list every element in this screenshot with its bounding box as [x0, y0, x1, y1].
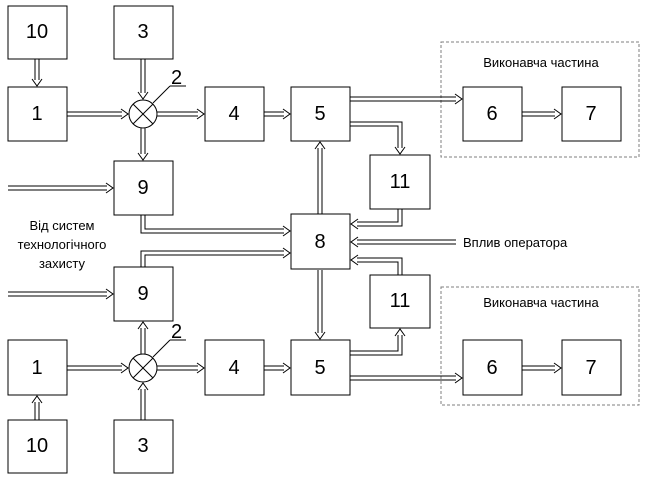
- block-1-bottom-label: 1: [31, 357, 42, 379]
- block-7-top: 7: [561, 86, 622, 142]
- block-11-top: 11: [369, 154, 431, 210]
- arrow-summator-to-9-bottom: [137, 321, 149, 354]
- executive-part-label-top: Виконавча частина: [483, 55, 599, 70]
- arrow-summator-to-4-bottom: [157, 362, 205, 374]
- arrow-4-to-5-top: [264, 108, 291, 120]
- block-8: 8: [290, 213, 351, 270]
- arrow-9-to-8-top: [140, 215, 291, 237]
- summator-bottom-label: 2: [171, 321, 182, 343]
- arrow-8-to-5-top: [314, 141, 326, 214]
- block-11-bottom-label: 11: [390, 290, 411, 312]
- protection-label-line-1: Від систем: [30, 218, 95, 233]
- arrow-operator-to-8: [350, 236, 456, 248]
- arrow-3-to-summator-bottom: [137, 382, 149, 420]
- arrow-1-to-summator-bottom: [67, 362, 129, 374]
- protection-label-line-3: захисту: [39, 256, 86, 271]
- protection-label-line-2: технологічного: [18, 237, 107, 252]
- block-11-top-label: 11: [390, 171, 411, 193]
- block-7-bottom-label: 7: [585, 357, 596, 379]
- executive-part-frame-bottom: [440, 286, 640, 406]
- block-3-bottom: 3: [113, 419, 174, 474]
- block-6-top-label: 6: [486, 103, 497, 125]
- block-7-bottom: 7: [561, 339, 622, 396]
- arrow-1-to-summator-top: [67, 108, 129, 120]
- block-8-label: 8: [314, 231, 325, 253]
- arrow-5-to-6-top: [350, 93, 463, 105]
- arrow-10-to-1-bottom: [31, 395, 43, 420]
- block-9-bottom-label: 9: [137, 283, 148, 305]
- block-1-top-label: 1: [31, 103, 42, 125]
- arrow-10-to-1-top: [31, 59, 43, 87]
- block-4-bottom-label: 4: [228, 357, 239, 379]
- arrow-5-to-11-bottom: [350, 328, 406, 356]
- block-11-bottom: 11: [369, 274, 431, 329]
- arrow-input-to-9-bottom: [8, 288, 114, 300]
- arrow-11-to-8-bottom: [350, 254, 403, 275]
- executive-part-label-bottom: Виконавча частина: [483, 295, 599, 310]
- arrow-9-to-8-bottom: [140, 247, 291, 267]
- summator-top-label: 2: [171, 67, 182, 89]
- block-9-top-label: 9: [137, 177, 148, 199]
- block-4-top-label: 4: [228, 103, 239, 125]
- arrow-11-to-8-top: [350, 209, 403, 230]
- block-6-top: 6: [462, 86, 523, 142]
- summator-bottom-leader: [152, 339, 171, 358]
- block-1-top: 1: [7, 86, 68, 142]
- block-1-bottom: 1: [7, 339, 68, 396]
- summator-bottom: [128, 353, 158, 383]
- block-6-bottom: 6: [462, 339, 523, 396]
- arrow-summator-to-4-top: [157, 108, 205, 120]
- arrow-6-to-7-bottom: [522, 362, 562, 374]
- arrow-input-to-9-top: [8, 182, 114, 194]
- block-10-top: 10: [7, 5, 68, 60]
- block-7-top-label: 7: [585, 103, 596, 125]
- arrow-8-to-5-bottom: [314, 270, 326, 340]
- block-3-bottom-label: 3: [137, 435, 148, 457]
- connection-arrows: [8, 59, 562, 420]
- executive-part-frame-top: [440, 41, 640, 158]
- block-10-top-label: 10: [26, 21, 48, 43]
- block-4-bottom: 4: [204, 339, 265, 396]
- block-10-bottom-label: 10: [26, 435, 48, 457]
- block-10-bottom: 10: [7, 419, 68, 474]
- summator-top-leader: [152, 85, 171, 104]
- arrow-6-to-7-top: [522, 108, 562, 120]
- operator-influence-label: Вплив оператора: [463, 235, 568, 250]
- block-6-bottom-label: 6: [486, 357, 497, 379]
- block-9-bottom: 9: [113, 266, 174, 322]
- arrow-5-to-6-bottom: [350, 372, 463, 384]
- arrow-4-to-5-bottom: [264, 362, 291, 374]
- block-5-bottom-label: 5: [314, 357, 325, 379]
- block-4-top: 4: [204, 86, 265, 142]
- block-3-top-label: 3: [137, 21, 148, 43]
- block-5-top-label: 5: [314, 103, 325, 125]
- arrow-3-to-summator-top: [137, 59, 149, 100]
- block-3-top: 3: [113, 5, 174, 60]
- block-5-top: 5: [290, 86, 351, 142]
- block-5-bottom: 5: [290, 339, 351, 396]
- summator-top: [128, 99, 158, 129]
- arrow-summator-to-9-top: [137, 128, 149, 161]
- arrow-5-to-11-top: [350, 121, 406, 155]
- block-9-top: 9: [113, 160, 174, 216]
